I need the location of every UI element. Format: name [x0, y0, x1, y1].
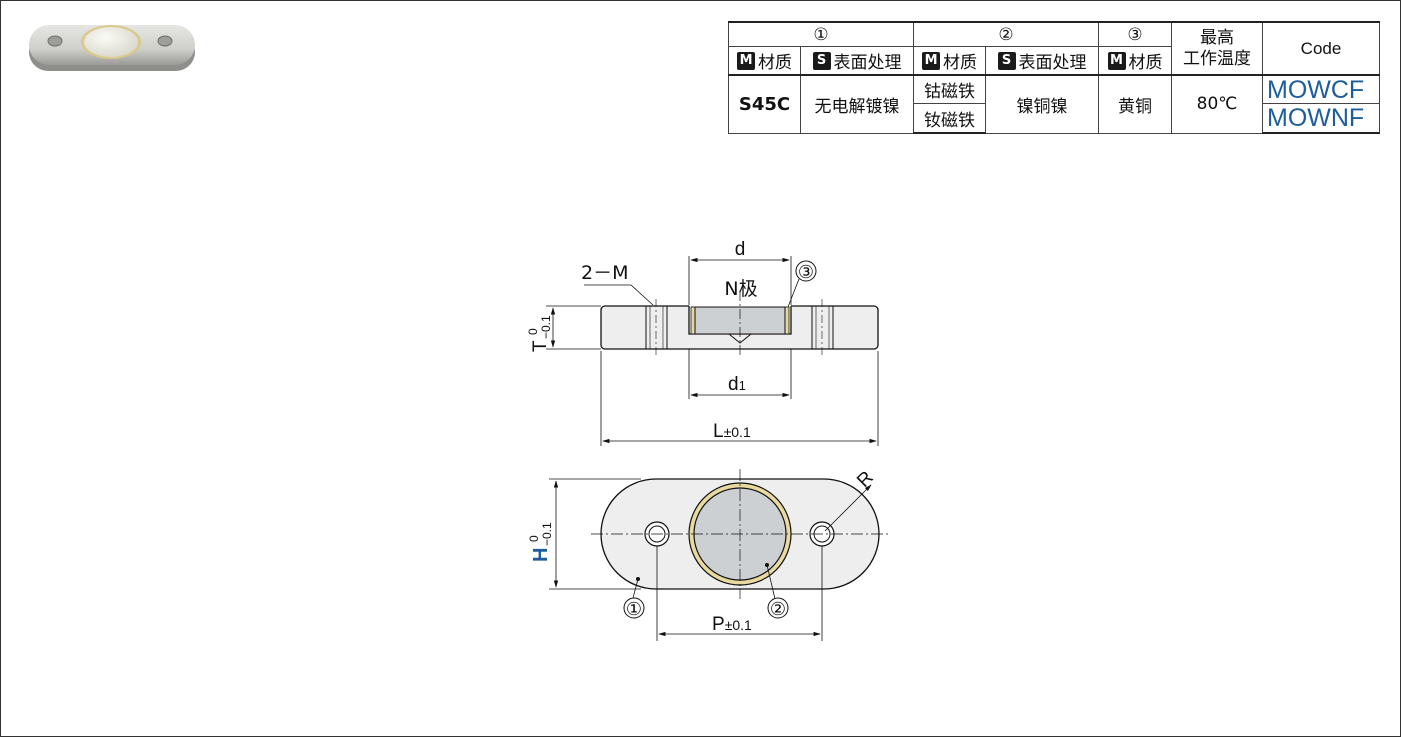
- header-code: Code: [1262, 21, 1380, 76]
- dim-t-text: T 0 −0.1: [526, 315, 553, 352]
- dim-d1-label: d1: [728, 374, 746, 395]
- dim-d: [688, 256, 792, 305]
- header-max-temp-line2: 工作温度: [1183, 48, 1251, 69]
- dim-t: [546, 305, 601, 350]
- technical-drawing: d N极 ③ 2－M T 0 −0.1 d1: [526, 239, 891, 641]
- photo-hole-right: [157, 35, 173, 47]
- side-brass-left: [690, 306, 696, 335]
- side-cone: [728, 333, 752, 344]
- spec-header-row-1: ① ② ③ 最高 工作温度 Code: [728, 21, 1380, 76]
- header-surface-2-label: 表面处理: [1018, 53, 1087, 73]
- photo-magnet: [84, 27, 138, 57]
- header-part-3: ③: [1098, 21, 1172, 47]
- header-max-temp-line1: 最高: [1200, 27, 1234, 48]
- dim-h: [549, 478, 641, 590]
- callout-1-leader: [632, 578, 639, 599]
- dim-h-label: H: [530, 548, 552, 562]
- dim-d1: [688, 349, 792, 399]
- header-material-3-label: 材质: [1128, 53, 1163, 73]
- side-brass-right: [784, 306, 790, 335]
- dim-t-label: T: [530, 340, 551, 352]
- header-max-temp: 最高 工作温度: [1171, 21, 1263, 76]
- dim-d1-subscript: 1: [739, 378, 746, 393]
- cell-code-1: MOWCF: [1262, 74, 1380, 104]
- surface-badge-icon: S: [812, 51, 831, 70]
- code-link-mownf[interactable]: MOWNF: [1267, 104, 1365, 132]
- cell-material-1: S45C: [727, 74, 802, 134]
- header-part-2: ②: [913, 21, 1099, 47]
- surface-badge-icon: S: [997, 51, 1016, 70]
- dim-h-tol-upper: 0: [527, 535, 541, 542]
- dim-l-label: L±0.1: [713, 421, 751, 442]
- callout-2-leader: [766, 564, 776, 600]
- callout-2-circle: [767, 597, 789, 619]
- side-view: [600, 291, 879, 356]
- cell-surface-2: 镍铜镍: [985, 74, 1099, 134]
- header-material-2-label: 材质: [943, 53, 978, 73]
- label-2m-leader: [584, 284, 654, 306]
- top-view: [591, 469, 891, 599]
- header-material-1-label: 材质: [758, 53, 793, 73]
- dim-l-letter: L: [713, 421, 724, 442]
- spec-data-row-2: 钕磁铁 MOWNF: [729, 103, 1380, 134]
- side-hole-left: [645, 306, 668, 349]
- callout-3-leader: [787, 278, 800, 308]
- header-part-1: ①: [728, 21, 914, 47]
- label-2m: 2－M: [581, 262, 628, 284]
- dim-p-tolerance: ±0.1: [725, 617, 752, 633]
- material-badge-icon: M: [922, 51, 941, 70]
- code-link-mowcf[interactable]: MOWCF: [1267, 75, 1365, 104]
- dim-h-tol-lower: −0.1: [540, 522, 554, 546]
- dim-d-label: d: [735, 239, 746, 260]
- header-surface-1-label: 表面处理: [833, 53, 902, 73]
- n-pole-label: N极: [724, 278, 757, 300]
- material-badge-icon: M: [1107, 51, 1126, 70]
- side-hole-right: [811, 306, 834, 349]
- cell-code-2: MOWNF: [1262, 103, 1380, 134]
- dim-d1-letter: d: [728, 374, 739, 395]
- cell-material-2-b: 钕磁铁: [912, 103, 987, 134]
- dim-r-label: R: [853, 467, 878, 492]
- cell-surface-1: 无电解镀镍: [800, 74, 914, 134]
- dim-p: [656, 546, 823, 641]
- spec-data-row-1: S45C 无电解镀镍 钴磁铁 镍铜镍 黄铜 80℃ MOWCF: [727, 74, 1380, 134]
- dim-h-text: H 0 −0.1: [527, 522, 554, 562]
- callout-2-label: ②: [770, 599, 786, 620]
- cell-max-temp: 80℃: [1171, 74, 1263, 134]
- dim-p-letter: P: [712, 614, 725, 635]
- callout-3-label: ③: [798, 262, 814, 283]
- cell-material-2-a: 钴磁铁: [912, 74, 987, 104]
- material-badge-icon: M: [737, 51, 756, 70]
- dim-r-leader: [824, 484, 872, 532]
- dim-t-tol-upper: 0: [526, 328, 540, 335]
- callout-1-circle: [623, 597, 645, 619]
- product-photo: [29, 25, 195, 71]
- cell-material-3: 黄铜: [1098, 74, 1172, 134]
- dim-l-tolerance: ±0.1: [724, 424, 751, 440]
- dim-t-tol-lower: −0.1: [539, 315, 553, 339]
- callout-3-circle: [795, 260, 817, 282]
- photo-hole-left: [47, 35, 63, 47]
- dim-l: [600, 351, 879, 446]
- dim-p-label: P±0.1: [712, 614, 752, 635]
- callout-1-label: ①: [626, 599, 642, 620]
